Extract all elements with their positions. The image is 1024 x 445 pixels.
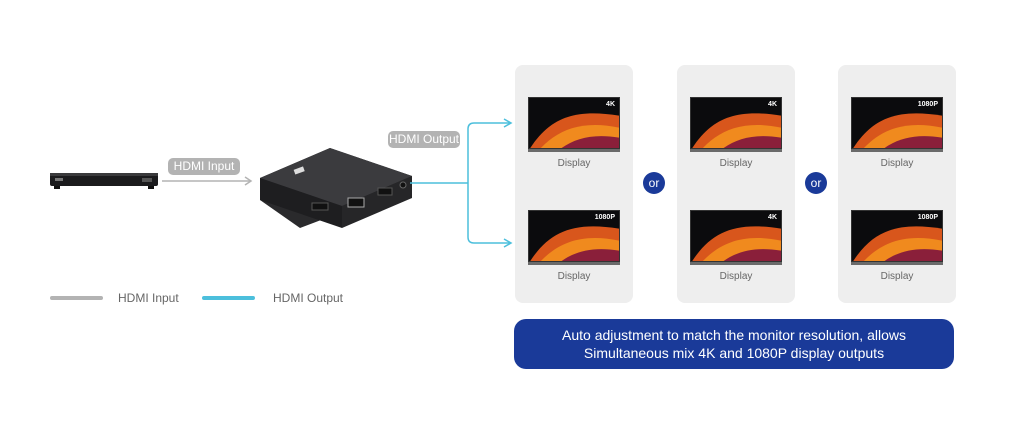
legend-output-label: HDMI Output	[273, 291, 344, 305]
tv-stand	[690, 149, 782, 152]
tv-screen: 4K	[690, 210, 782, 262]
resolution-badge: 4K	[768, 214, 777, 221]
display-label: Display	[557, 158, 591, 169]
tv-stand	[851, 262, 943, 265]
tv-screen: 1080P	[528, 210, 620, 262]
resolution-badge: 1080P	[594, 214, 615, 221]
banner-line-2: Simultaneous mix 4K and 1080P display ou…	[583, 345, 885, 361]
display-tv: 1080P Display	[528, 210, 620, 282]
tv-screen: 4K	[528, 97, 620, 149]
tv-screen: 4K	[690, 97, 782, 149]
display-label: Display	[880, 158, 914, 169]
display-label: Display	[880, 271, 914, 282]
tv-stand	[690, 262, 782, 265]
resolution-badge: 1080P	[917, 101, 938, 108]
display-tv: 1080P Display	[851, 97, 943, 169]
hdmi-input-line	[162, 176, 253, 186]
banner-line-1: Auto adjustment to match the monitor res…	[562, 327, 906, 343]
tv-stand	[528, 262, 620, 265]
display-tv: 4K Display	[690, 210, 782, 282]
info-banner: Auto adjustment to match the monitor res…	[514, 319, 954, 369]
or-badge: or	[643, 172, 665, 194]
or-badge: or	[805, 172, 827, 194]
source-player	[50, 172, 158, 189]
display-tv: 1080P Display	[851, 210, 943, 282]
tv-screen: 1080P	[851, 97, 943, 149]
hdmi-input-pill: HDMI Input	[168, 158, 240, 175]
display-panel-2: 4K Display 4K Display	[677, 65, 795, 303]
hdmi-output-pill: HDMI Output	[388, 131, 460, 148]
tv-screen: 1080P	[851, 210, 943, 262]
display-label: Display	[557, 271, 591, 282]
legend-output-swatch	[202, 296, 255, 300]
display-tv: 4K Display	[690, 97, 782, 169]
hdmi-splitter	[260, 148, 412, 228]
display-label: Display	[719, 158, 753, 169]
display-panel-1: 4K Display 1080P Display	[515, 65, 633, 303]
hdmi-output-lines	[410, 118, 513, 248]
legend-input-label: HDMI Input	[118, 291, 179, 305]
resolution-badge: 4K	[768, 101, 777, 108]
display-tv: 4K Display	[528, 97, 620, 169]
display-label: Display	[719, 271, 753, 282]
resolution-badge: 1080P	[917, 214, 938, 221]
tv-stand	[851, 149, 943, 152]
tv-stand	[528, 149, 620, 152]
legend-input-swatch	[50, 296, 103, 300]
display-panel-3: 1080P Display 1080P Display	[838, 65, 956, 303]
resolution-badge: 4K	[606, 101, 615, 108]
